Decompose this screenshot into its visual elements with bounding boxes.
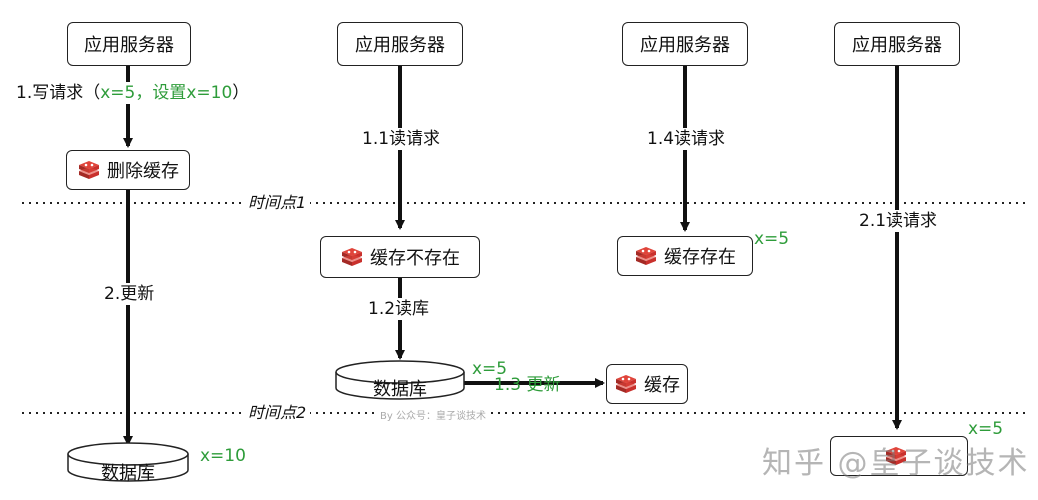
cache-hit-label: 缓存存在 <box>664 247 736 268</box>
database-cylinder-2 <box>335 360 465 400</box>
cache-value-label-4: x=5 <box>968 419 1004 439</box>
time-point-2-label: 时间点2 <box>244 403 311 423</box>
app-server-label: 应用服务器 <box>84 35 174 56</box>
delete-cache-box: 删除缓存 <box>66 150 190 190</box>
read-request-1-4-label: 1.4读请求 <box>645 128 728 150</box>
update-cache-label: 1.3 更新 <box>494 375 561 395</box>
read-request-2-1-label: 2.1读请求 <box>857 210 940 232</box>
redis-icon <box>636 247 656 265</box>
db-value-label-2: x=5 <box>470 358 510 380</box>
cache-box: 缓存 <box>606 364 688 404</box>
read-db-label: 1.2读库 <box>366 298 432 320</box>
redis-icon <box>616 375 636 393</box>
update-label: 2.更新 <box>102 283 157 305</box>
write-request-label: 1.写请求（x=5，设置x=10） <box>14 82 252 104</box>
redis-icon <box>886 447 906 465</box>
delete-cache-label: 删除缓存 <box>107 161 179 182</box>
cache-label: 缓存 <box>644 375 680 396</box>
redis-icon <box>79 161 99 179</box>
app-server-box-2: 应用服务器 <box>337 22 463 66</box>
cache-miss-label: 缓存不存在 <box>370 248 460 269</box>
app-server-box-1: 应用服务器 <box>67 22 191 66</box>
cache-value-label-3: x=5 <box>754 229 790 249</box>
db-value-label-1: x=10 <box>198 445 248 467</box>
app-server-label: 应用服务器 <box>640 35 730 56</box>
watermark-large: 知乎 @皇子谈技术 <box>762 446 1030 481</box>
app-server-box-3: 应用服务器 <box>622 22 748 66</box>
cache-box-4 <box>830 436 968 476</box>
app-server-box-4: 应用服务器 <box>834 22 960 66</box>
app-server-label: 应用服务器 <box>852 35 942 56</box>
time-point-1-label: 时间点1 <box>244 193 311 213</box>
cache-miss-box: 缓存不存在 <box>320 236 480 278</box>
database-label-2: 数据库 <box>373 379 427 400</box>
read-request-1-1-label: 1.1读请求 <box>360 128 443 150</box>
watermark-small: By 公众号：皇子谈技术 <box>378 407 488 422</box>
database-cylinder-1 <box>67 442 189 482</box>
app-server-label: 应用服务器 <box>355 35 445 56</box>
database-label-1: 数据库 <box>101 463 155 484</box>
cache-hit-box: 缓存存在 <box>617 236 753 276</box>
redis-icon <box>342 248 362 266</box>
